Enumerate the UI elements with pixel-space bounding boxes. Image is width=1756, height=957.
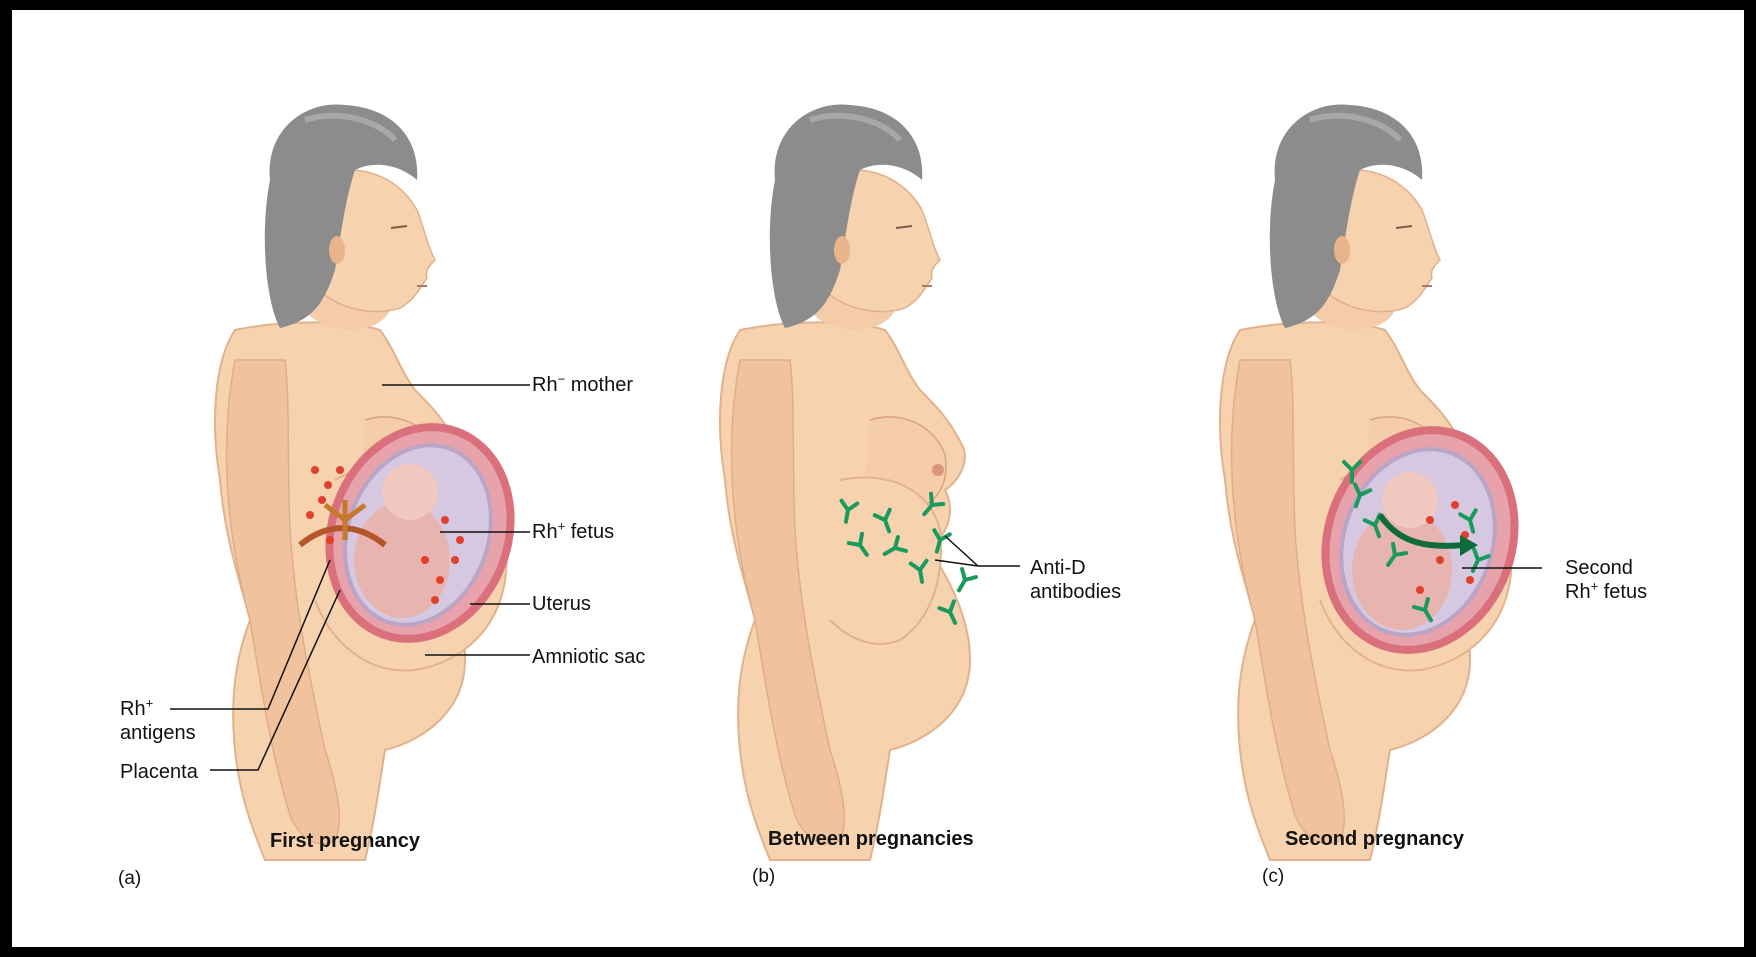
woman-between-pregnancies <box>720 104 970 860</box>
panel-letter-b: (b) <box>752 866 775 888</box>
caption-first-pregnancy: First pregnancy <box>270 830 420 853</box>
label-rh-mother: Rh− mother <box>532 373 633 397</box>
label-uterus: Uterus <box>532 592 591 616</box>
panel-letter-c: (c) <box>1262 866 1284 888</box>
label-rh-antigens: Rh+antigens <box>120 697 196 745</box>
caption-between-pregnancies: Between pregnancies <box>768 828 974 851</box>
label-amniotic-sac: Amniotic sac <box>532 645 645 669</box>
panel-letter-a: (a) <box>118 868 141 890</box>
caption-second-pregnancy: Second pregnancy <box>1285 828 1464 851</box>
label-placenta: Placenta <box>120 760 198 784</box>
label-rh-fetus: Rh+ fetus <box>532 520 614 544</box>
